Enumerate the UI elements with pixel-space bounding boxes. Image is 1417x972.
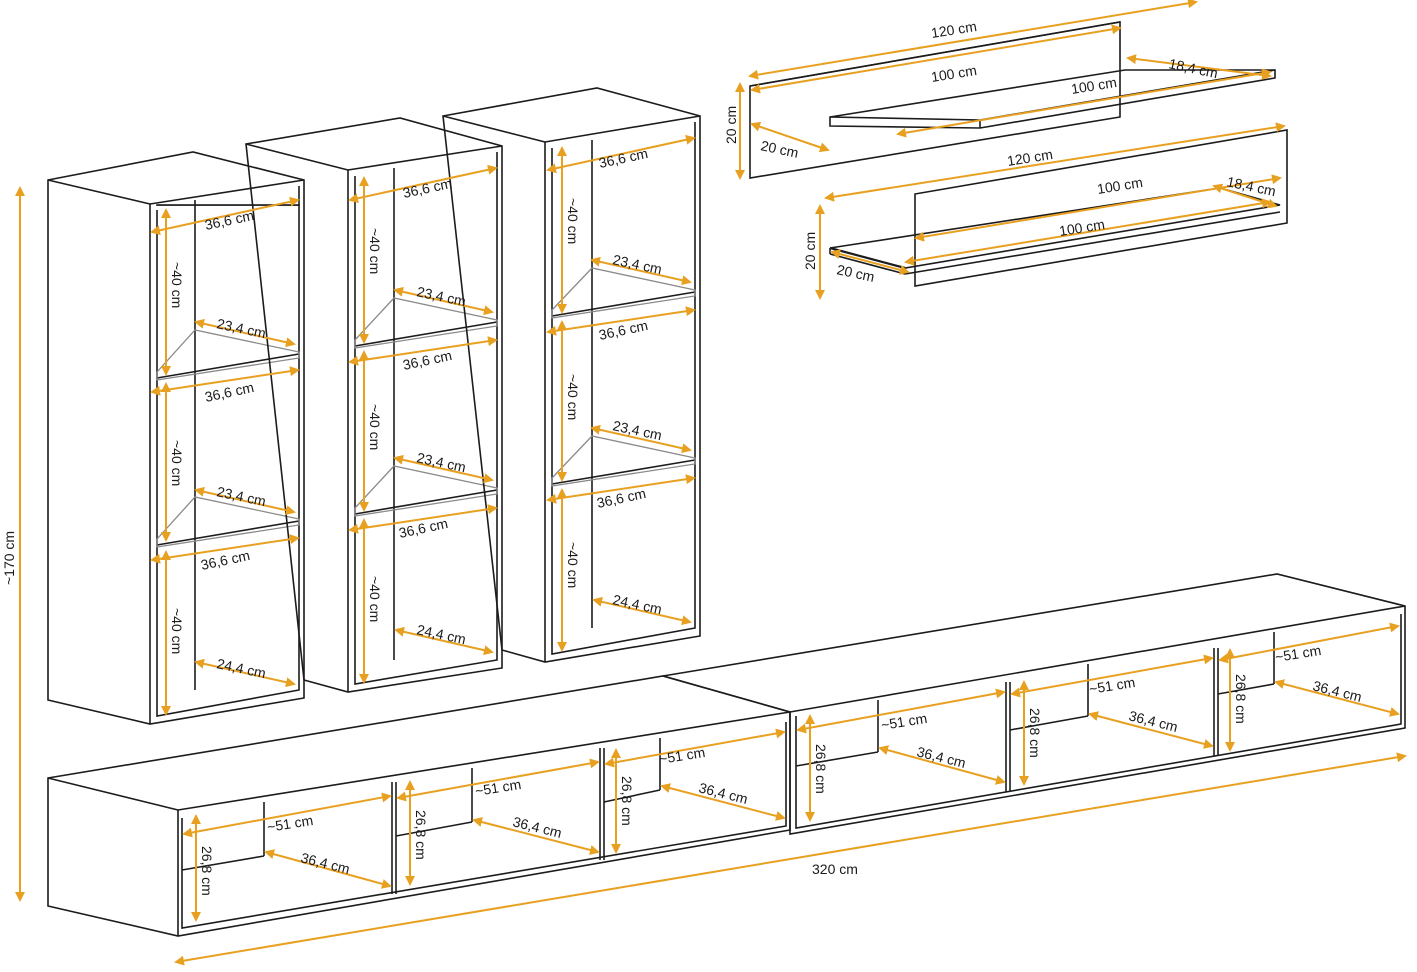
label-cab2-glass-1: 23,4 cm xyxy=(415,283,467,309)
label-lb1-depth: 36,4 cm xyxy=(299,849,351,877)
label-lb6-width: ~51 cm xyxy=(1274,642,1322,665)
label-shelf1-side: 20 cm xyxy=(759,137,800,161)
label-lb2-width: ~51 cm xyxy=(474,776,522,799)
label-cab3-height-2: ~40 cm xyxy=(565,374,581,420)
label-cab3-width-1: 36,6 cm xyxy=(597,145,649,171)
label-cab2-base: 24,4 cm xyxy=(415,621,467,647)
label-shelf2-depth: 18,4 cm xyxy=(1225,173,1277,199)
label-total-width: 320 cm xyxy=(812,861,858,877)
label-cab1-height-3: ~40 cm xyxy=(169,608,185,654)
label-cab2-width-3: 36,6 cm xyxy=(397,515,449,541)
label-lb1-height: 26,8 cm xyxy=(199,846,215,896)
label-cab2-height-1: ~40 cm xyxy=(367,228,383,274)
label-cab3-width-2: 36,6 cm xyxy=(597,317,649,343)
label-cab1-width-1: 36,6 cm xyxy=(203,207,255,233)
label-shelf1-long: 120 cm xyxy=(930,18,978,41)
label-cab3-glass-2: 23,4 cm xyxy=(611,417,663,443)
label-lb5-width: ~51 cm xyxy=(1088,674,1136,697)
label-cab1-base: 24,4 cm xyxy=(215,655,267,681)
label-shelf2-back: 100 cm xyxy=(1096,174,1144,197)
label-cab2-height-3: ~40 cm xyxy=(367,576,383,622)
label-lb2-height: 26,8 cm xyxy=(413,810,429,860)
label-shelf2-long: 120 cm xyxy=(1006,146,1054,169)
label-lb6-height: 26,8 cm xyxy=(1233,674,1249,724)
label-shelf1-height: 20 cm xyxy=(723,106,739,144)
label-cab3-width-3: 36,6 cm xyxy=(595,485,647,511)
label-cab1-height-1: ~40 cm xyxy=(169,262,185,308)
label-cab3-base: 24,4 cm xyxy=(611,591,663,617)
dimension-labels: ~170 cm 320 cm 36,6 cm ~40 cm 23,4 cm 36… xyxy=(1,18,1363,896)
label-cab2-height-2: ~40 cm xyxy=(367,404,383,450)
label-shelf1-back: 100 cm xyxy=(930,62,978,85)
label-lb3-width: ~51 cm xyxy=(658,744,706,767)
label-cab2-width-1: 36,6 cm xyxy=(401,175,453,201)
label-lb1-width: ~51 cm xyxy=(266,812,314,835)
label-cab1-height-2: ~40 cm xyxy=(169,440,185,486)
label-shelf2-height: 20 cm xyxy=(802,232,818,270)
label-cab3-height-1: ~40 cm xyxy=(565,198,581,244)
label-lb6-depth: 36,4 cm xyxy=(1311,677,1363,705)
label-lb4-depth: 36,4 cm xyxy=(915,743,967,771)
label-lb3-height: 26,8 cm xyxy=(619,776,635,826)
label-total-height: ~170 cm xyxy=(1,531,17,585)
lowboard-right xyxy=(663,574,1405,834)
label-shelf1-depth: 18,4 cm xyxy=(1167,55,1219,81)
label-cab2-glass-2: 23,4 cm xyxy=(415,449,467,475)
label-lb4-height: 26,8 cm xyxy=(813,744,829,794)
label-cab2-width-2: 36,6 cm xyxy=(401,347,453,373)
label-cab1-glass-2: 23,4 cm xyxy=(215,483,267,509)
label-cab1-glass-1: 23,4 cm xyxy=(215,315,267,341)
label-lb5-height: 26,8 cm xyxy=(1027,708,1043,758)
label-cab3-height-3: ~40 cm xyxy=(565,542,581,588)
